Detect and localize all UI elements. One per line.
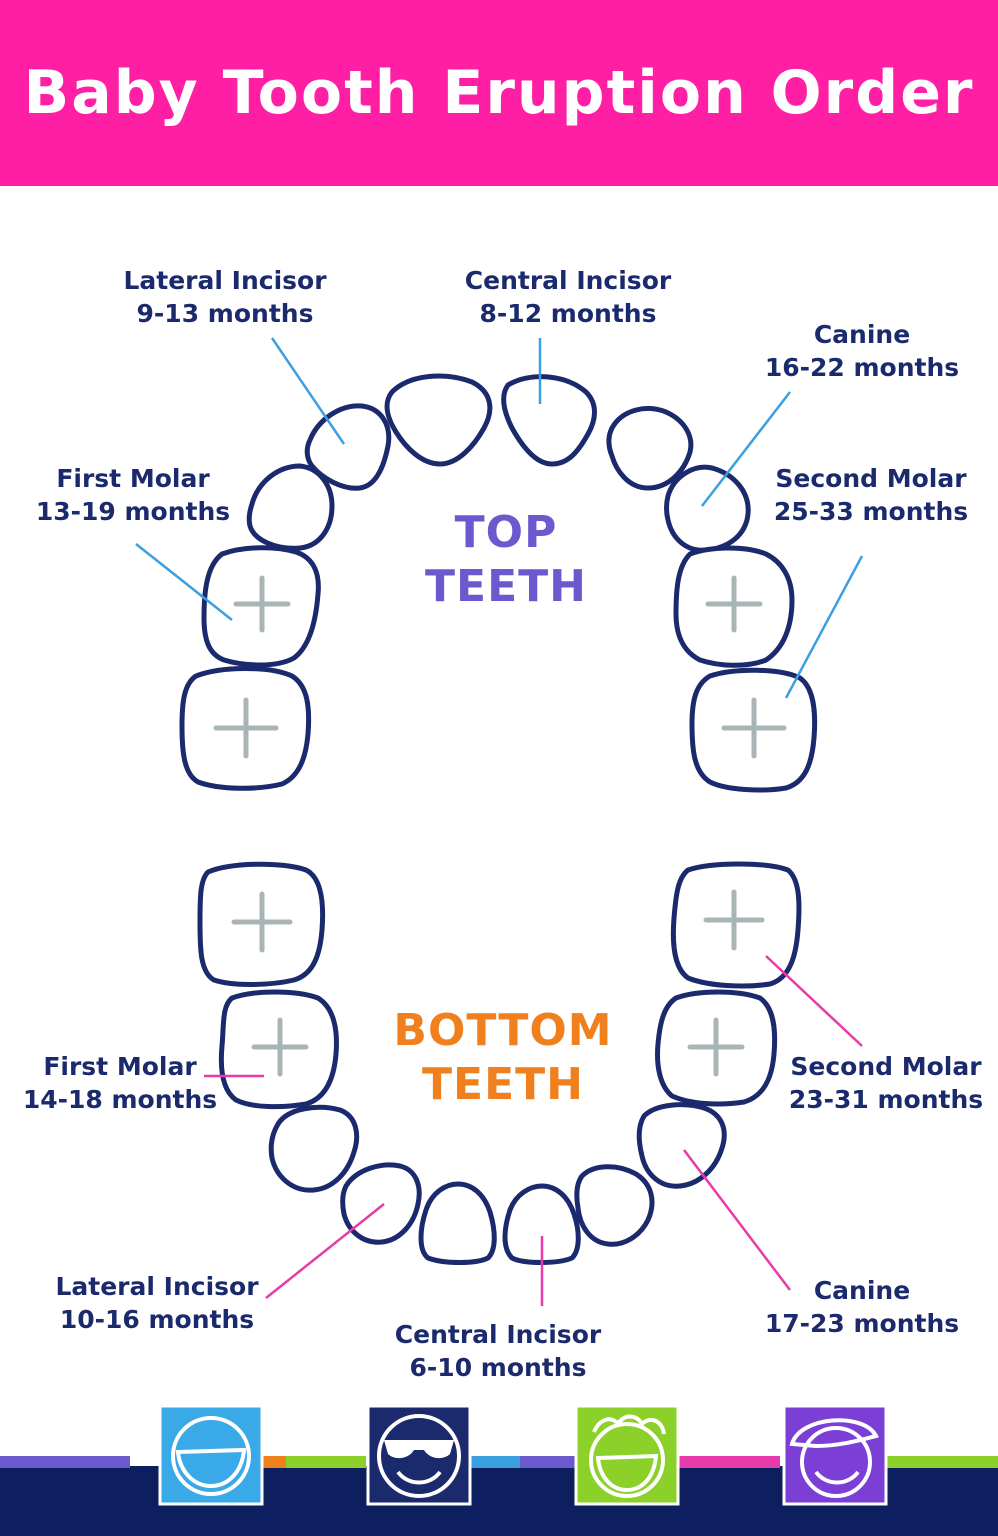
cap-face-icon — [782, 1404, 888, 1506]
bottom-teeth-heading: BOTTOM TEETH — [393, 1005, 613, 1110]
label-bottom-lateral-incisor: Lateral Incisor 10-16 months — [55, 1272, 259, 1334]
label-bottom-second-molar: Second Molar 23-31 months — [788, 1052, 984, 1114]
label-top-first-molar: First Molar 13-19 months — [35, 464, 231, 526]
top-leader-lines — [135, 337, 864, 699]
label-bottom-first-molar: First Molar 14-18 months — [22, 1052, 218, 1114]
curly-hair-face-icon — [574, 1404, 680, 1506]
label-top-canine: Canine 16-22 months — [764, 320, 960, 382]
tooth-top-right-lateral-incisor — [606, 406, 694, 491]
label-top-second-molar: Second Molar 25-33 months — [773, 464, 969, 526]
label-top-central-incisor: Central Incisor 8-12 months — [464, 266, 672, 328]
tooth-top-left-canine — [246, 463, 335, 551]
page-title: Baby Tooth Eruption Order — [23, 58, 975, 128]
tooth-bottom-left-lateral-incisor — [340, 1162, 422, 1245]
smiling-face-icon — [158, 1404, 264, 1506]
title-banner: Baby Tooth Eruption Order — [0, 0, 998, 186]
label-bottom-central-incisor: Central Incisor 6-10 months — [394, 1320, 602, 1382]
tooth-bottom-right-central-incisor — [502, 1183, 581, 1265]
footer-stripe — [0, 1456, 998, 1468]
tooth-bottom-right-lateral-incisor — [574, 1164, 655, 1247]
molar-cross-marks — [213, 575, 787, 1077]
bottom-leader-lines — [204, 955, 863, 1306]
tooth-bottom-left-canine — [268, 1104, 360, 1193]
tooth-top-right-canine — [664, 464, 751, 553]
tooth-top-left-central-incisor — [384, 373, 493, 467]
label-bottom-canine: Canine 17-23 months — [764, 1276, 960, 1338]
label-top-lateral-incisor: Lateral Incisor 9-13 months — [123, 266, 327, 328]
sunglasses-face-icon — [366, 1404, 472, 1506]
top-teeth-heading: TOP TEETH — [425, 507, 587, 612]
tooth-top-right-central-incisor — [501, 374, 597, 467]
tooth-top-left-lateral-incisor — [304, 403, 392, 491]
tooth-bottom-right-canine — [636, 1102, 727, 1189]
tooth-bottom-left-central-incisor — [418, 1181, 497, 1265]
